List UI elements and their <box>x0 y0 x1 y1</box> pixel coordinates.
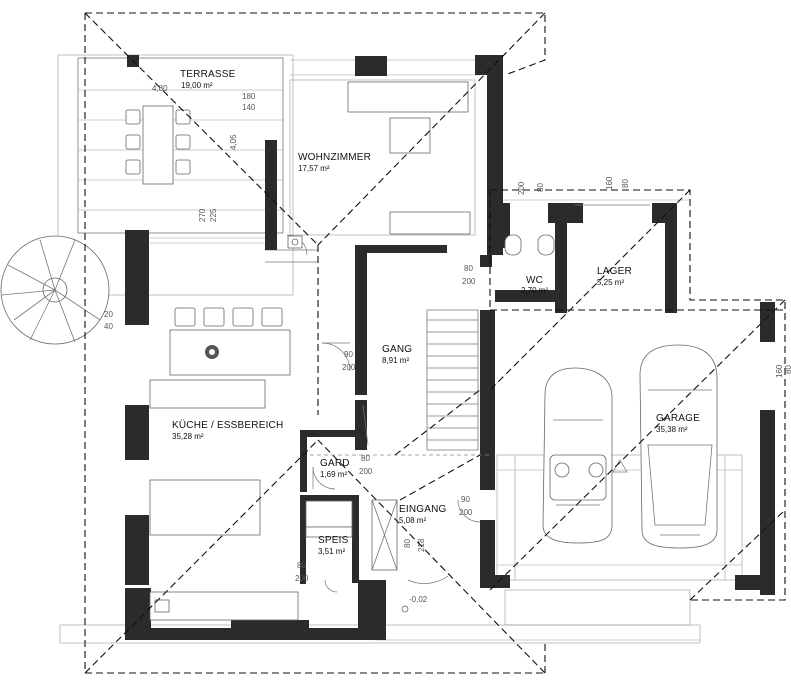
tv-unit <box>389 211 471 235</box>
kitchen-counter-bottom <box>149 591 299 621</box>
roof-outline <box>84 12 786 674</box>
room-name-wc: WC <box>526 275 543 286</box>
room-area-gang: 8,91 m² <box>382 356 409 365</box>
cars <box>542 344 718 549</box>
room-area-garage: 35,38 m² <box>656 425 688 434</box>
furniture <box>0 81 650 621</box>
dim-label: 270 <box>198 208 207 222</box>
toilet-icon <box>504 234 522 256</box>
level-label: -0,02 <box>409 595 428 604</box>
terrace-chair <box>175 134 191 150</box>
room-area-speis: 3,51 m² <box>318 547 345 556</box>
sofa <box>347 81 469 113</box>
dim-label: 80 <box>536 183 545 192</box>
room-area-terrasse: 19,00 m² <box>181 81 213 90</box>
room-name-eingang: EINGANG <box>399 504 447 515</box>
room-name-gang: GANG <box>382 344 412 355</box>
dim-label: 140 <box>242 103 256 112</box>
dim-label: 4,05 <box>229 134 238 150</box>
sink-icon <box>154 599 170 613</box>
terrace-chair <box>125 109 141 125</box>
dim-label: 200 <box>342 363 356 372</box>
room-name-terrasse: TERRASSE <box>180 69 236 80</box>
stool <box>174 307 196 327</box>
dim-label: 80 <box>784 365 791 374</box>
kitchen-counter <box>149 379 266 409</box>
terrace-chair <box>125 134 141 150</box>
dim-label: 180 <box>242 92 256 101</box>
door-swings <box>286 234 481 593</box>
room-area-wc: 2,70 m² <box>521 286 548 295</box>
dim-label: 200 <box>359 467 373 476</box>
terrace-chair <box>125 159 141 175</box>
washbasin-icon <box>537 234 555 256</box>
room-name-speis: SPEIS <box>318 535 349 546</box>
stool <box>261 307 283 327</box>
car-icon <box>639 344 718 549</box>
dim-label: 90 <box>461 495 470 504</box>
stool <box>232 307 254 327</box>
dimension-labels: 4,80 180 140 4,05 270 225 200 80 160 80 … <box>104 84 791 613</box>
terrace-chair <box>175 109 191 125</box>
dim-label: 200 <box>517 181 526 195</box>
room-area-kueche: 35,28 m² <box>172 432 204 441</box>
dim-label: 80 <box>297 561 306 570</box>
car-icon <box>542 367 613 544</box>
walls <box>125 55 775 640</box>
stool <box>203 307 225 327</box>
coffee-table <box>389 117 431 154</box>
room-name-garage: GARAGE <box>656 413 700 424</box>
dining-table <box>149 479 261 536</box>
room-area-lager: 5,25 m² <box>597 278 624 287</box>
dim-label: 40 <box>104 322 113 331</box>
dim-label: 225 <box>209 208 218 222</box>
room-area-wohnzimmer: 17,57 m² <box>298 164 330 173</box>
room-name-lager: LAGER <box>597 266 632 277</box>
staircase <box>426 309 479 451</box>
dim-label: 218 <box>417 538 426 552</box>
kitchen-island <box>169 329 291 376</box>
terrace-chair <box>175 159 191 175</box>
terrace-table <box>142 105 174 185</box>
room-area-gard: 1,69 m² <box>320 470 347 479</box>
dim-label: 80 <box>361 454 370 463</box>
dim-label: 90 <box>344 350 353 359</box>
pantry-shelf <box>305 500 353 528</box>
dim-label: 200 <box>459 508 473 517</box>
dim-label: 80 <box>403 539 412 548</box>
room-name-gard: GARD <box>320 458 350 469</box>
level-marker-icon <box>401 605 409 613</box>
dim-label: 20 <box>104 310 113 319</box>
room-area-eingang: 5,08 m² <box>399 516 426 525</box>
dim-label: 160 <box>605 176 614 190</box>
room-labels: TERRASSE 19,00 m² WOHNZIMMER 17,57 m² WC… <box>172 69 700 556</box>
dim-label: 80 <box>464 264 473 273</box>
dim-label: 200 <box>462 277 476 286</box>
room-name-kueche: KÜCHE / ESSBEREICH <box>172 419 283 431</box>
dim-label: 4,80 <box>152 84 168 93</box>
dim-label: 200 <box>295 574 309 583</box>
dim-label: 160 <box>775 364 784 378</box>
room-name-wohnzimmer: WOHNZIMMER <box>298 152 371 163</box>
dim-label: 80 <box>621 179 630 188</box>
